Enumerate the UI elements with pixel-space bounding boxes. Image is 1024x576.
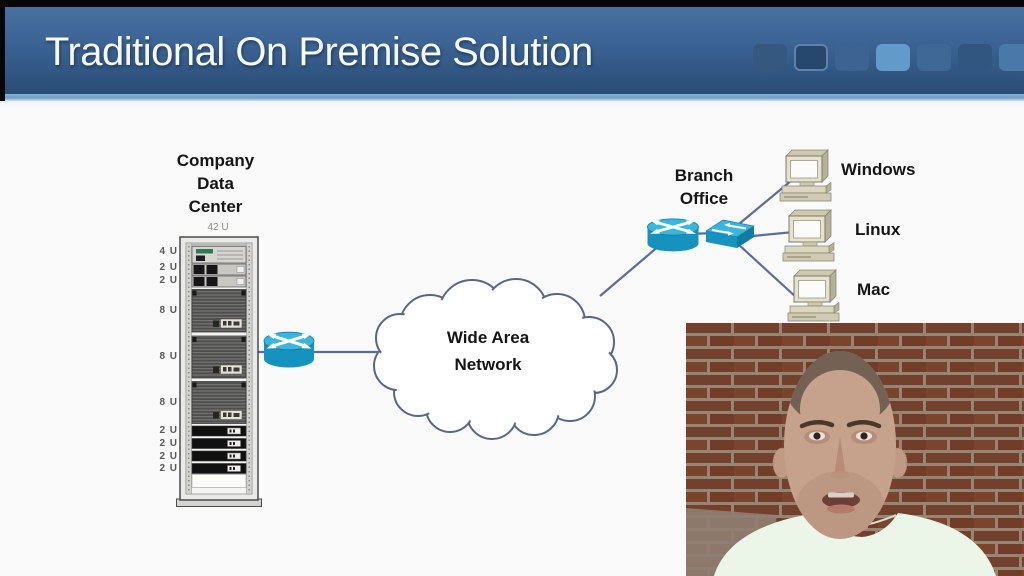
rack-unit-label: 4 U xyxy=(159,246,178,257)
branch-office-label-line: Office xyxy=(679,189,729,208)
wan-label-line: Network xyxy=(454,355,522,374)
slide-title: Traditional On Premise Solution xyxy=(45,30,593,74)
workstation-mac-icon xyxy=(787,269,840,322)
decor-square xyxy=(917,44,951,71)
header-gloss xyxy=(0,94,1024,101)
decor-square xyxy=(794,44,828,71)
rack-unit-label: 2 U xyxy=(159,438,178,449)
header-fade xyxy=(0,101,1024,109)
data-center-label-line: Company xyxy=(176,151,255,170)
client-label-mac: Mac xyxy=(857,280,891,299)
presenter xyxy=(714,351,996,576)
wan-label: Wide Area Network xyxy=(408,324,568,378)
decor-square xyxy=(835,44,869,71)
decor-square xyxy=(999,44,1024,71)
rack-unit-label: 2 U xyxy=(159,275,178,286)
branch-office-label: Branch Office xyxy=(658,164,750,210)
wan-label-line: Wide Area xyxy=(446,328,530,347)
branch-router-icon xyxy=(645,217,701,253)
data-center-label: Company Data Center xyxy=(148,149,283,218)
data-center-label-line: Center xyxy=(188,197,243,216)
decor-square xyxy=(876,44,910,71)
rack-unit-label: 2 U xyxy=(159,451,178,462)
letterbox-bar xyxy=(0,0,1024,7)
network-switch-icon xyxy=(705,219,755,248)
decor-square xyxy=(958,44,992,71)
rack-unit-label: 2 U xyxy=(159,425,178,436)
branch-office-label-line: Branch xyxy=(674,166,734,185)
workstation-windows-icon xyxy=(779,149,832,202)
letterbox-bar-left xyxy=(0,0,5,101)
header-decor-squares xyxy=(753,44,1024,71)
client-label-linux: Linux xyxy=(855,220,901,239)
webcam-overlay xyxy=(686,323,1024,576)
workstation-linux-icon xyxy=(782,209,835,262)
rack-unit-label: 8 U xyxy=(159,305,178,316)
core-router-icon xyxy=(262,330,316,369)
client-label-windows: Windows xyxy=(841,160,916,179)
rack-unit-label: 2 U xyxy=(159,463,178,474)
rack-unit-label: 2 U xyxy=(159,262,178,273)
rack-unit-label: 8 U xyxy=(159,397,178,408)
presenter-video xyxy=(686,323,1024,576)
wan-cloud-shape xyxy=(373,278,618,440)
server-rack-icon xyxy=(176,236,262,507)
rack-capacity-label: 42 U xyxy=(207,222,229,233)
data-center-label-line: Data xyxy=(197,174,234,193)
slide-header: Traditional On Premise Solution xyxy=(0,7,1024,94)
rack-unit-label: 8 U xyxy=(159,351,178,362)
decor-square xyxy=(753,44,787,71)
